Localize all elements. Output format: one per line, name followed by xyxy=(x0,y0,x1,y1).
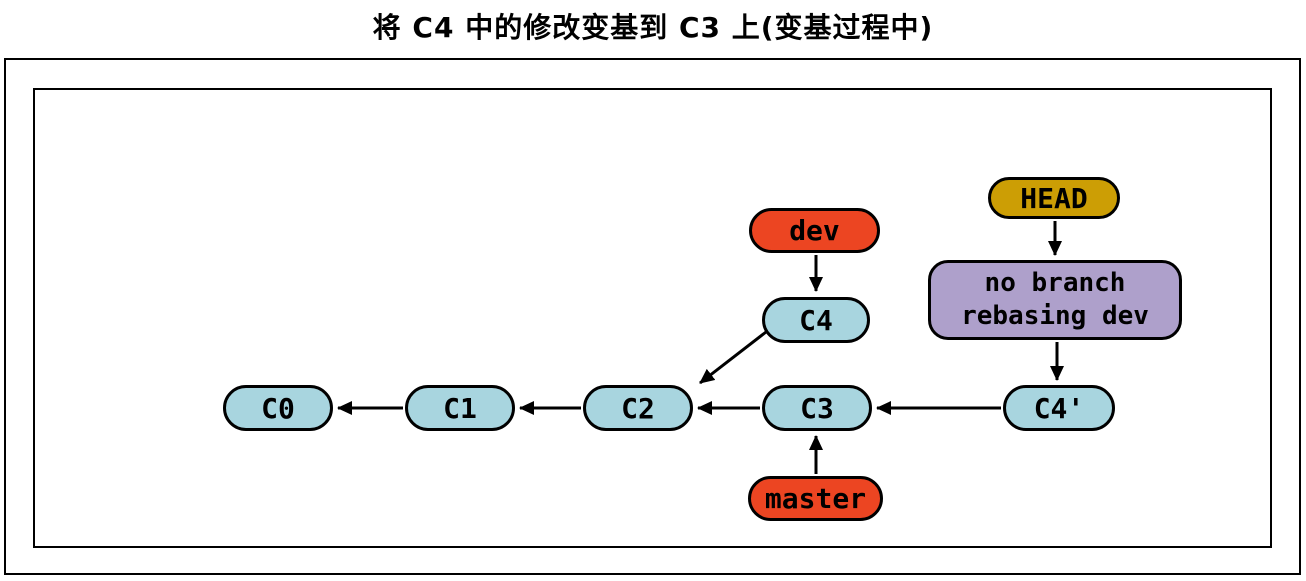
rebase-state-line1: no branch xyxy=(984,268,1126,298)
commit-node-c3: C3 xyxy=(762,385,872,431)
commit-node-c4-prime: C4' xyxy=(1003,385,1115,431)
inner-frame xyxy=(33,88,1272,548)
branch-label-master: master xyxy=(748,476,883,521)
commit-label-c1: C1 xyxy=(443,391,477,425)
commit-node-c0: C0 xyxy=(223,385,333,431)
commit-label-c0: C0 xyxy=(261,391,295,425)
diagram-title: 将 C4 中的修改变基到 C3 上(变基过程中) xyxy=(372,11,934,44)
commit-label-c4: C4 xyxy=(799,303,833,337)
arrow-c4-to-c2 xyxy=(699,330,767,385)
commit-node-c1: C1 xyxy=(405,385,515,431)
rebase-state-line2: rebasing dev xyxy=(961,301,1149,331)
commit-label-c4-prime: C4' xyxy=(1033,391,1085,425)
rebase-state-box: no branch rebasing dev xyxy=(928,260,1182,340)
outer-frame xyxy=(4,58,1301,575)
commit-node-c2: C2 xyxy=(583,385,693,431)
branch-label-master-text: master xyxy=(764,482,867,515)
branch-label-dev: dev xyxy=(749,208,880,253)
head-pointer: HEAD xyxy=(988,177,1120,219)
commit-node-c4: C4 xyxy=(762,297,870,343)
branch-label-dev-text: dev xyxy=(789,214,840,247)
commit-label-c2: C2 xyxy=(621,391,655,425)
head-pointer-text: HEAD xyxy=(1020,181,1088,215)
commit-label-c3: C3 xyxy=(800,391,834,425)
